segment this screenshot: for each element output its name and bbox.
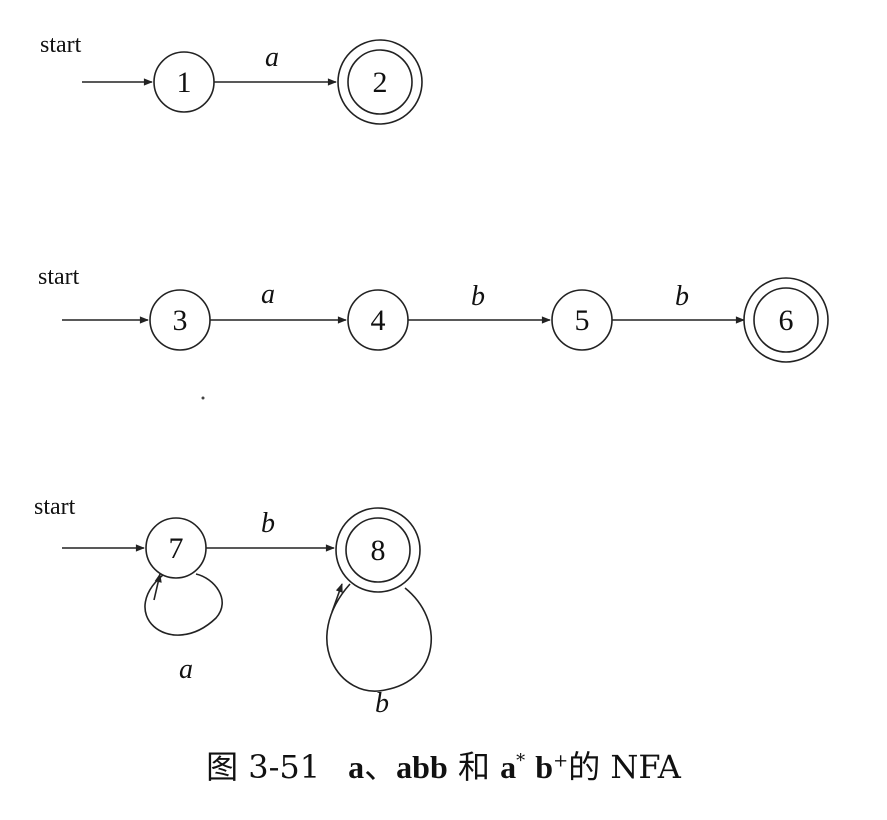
state-8-label: 8 [371,534,386,567]
caption-tail: 的 NFA [568,748,681,786]
caption-plus: + [553,750,569,772]
transition-5-6-label: b [675,281,689,312]
loop-8-label: b [375,688,389,719]
loop-7-label: a [179,654,193,685]
loop-7 [144,570,223,636]
nfa-row-2: start 3 a 4 b 5 b 6 [38,264,829,400]
loop-8-arrowhead [331,583,343,613]
state-5-label: 5 [575,304,590,337]
state-4-label: 4 [371,304,386,337]
caption-separator: 、 [364,748,397,786]
transition-1-2-label: a [265,42,279,73]
loop-7-arrowhead [153,573,162,601]
state-7-label: 7 [169,532,184,565]
state-2: 2 [337,39,423,125]
stray-dot [201,396,205,400]
nfa-row-3: start 7 a b 8 b [34,494,432,719]
start-label: start [34,494,76,520]
state-3: 3 [149,289,211,351]
state-4: 4 [347,289,409,351]
figure-number: 图 3-51 [206,748,321,786]
caption-star: * [516,750,526,772]
state-6-label: 6 [779,304,794,337]
state-7: 7 [145,517,207,579]
caption-regex-abb: abb [396,749,448,785]
start-label: start [38,264,80,290]
transition-7-8-label: b [261,508,275,539]
transition-3-4-label: a [261,279,275,310]
transition-4-5-label: b [471,281,485,312]
nfa-diagram: start 1 a 2 start 3 a 4 b 5 [34,32,829,719]
state-8: 8 [335,507,421,593]
caption-regex-b-plus: b [535,749,554,785]
start-label: start [40,32,82,58]
loop-8 [326,583,432,692]
nfa-row-1: start 1 a 2 [40,32,423,125]
state-3-label: 3 [173,304,188,337]
state-2-label: 2 [373,66,388,99]
state-5: 5 [551,289,613,351]
state-1: 1 [153,51,215,113]
caption-regex-a: a [348,749,365,785]
caption-regex-a-star: a [500,749,517,785]
state-1-label: 1 [177,66,192,99]
state-6: 6 [743,277,829,363]
caption-and: 和 [447,748,501,786]
